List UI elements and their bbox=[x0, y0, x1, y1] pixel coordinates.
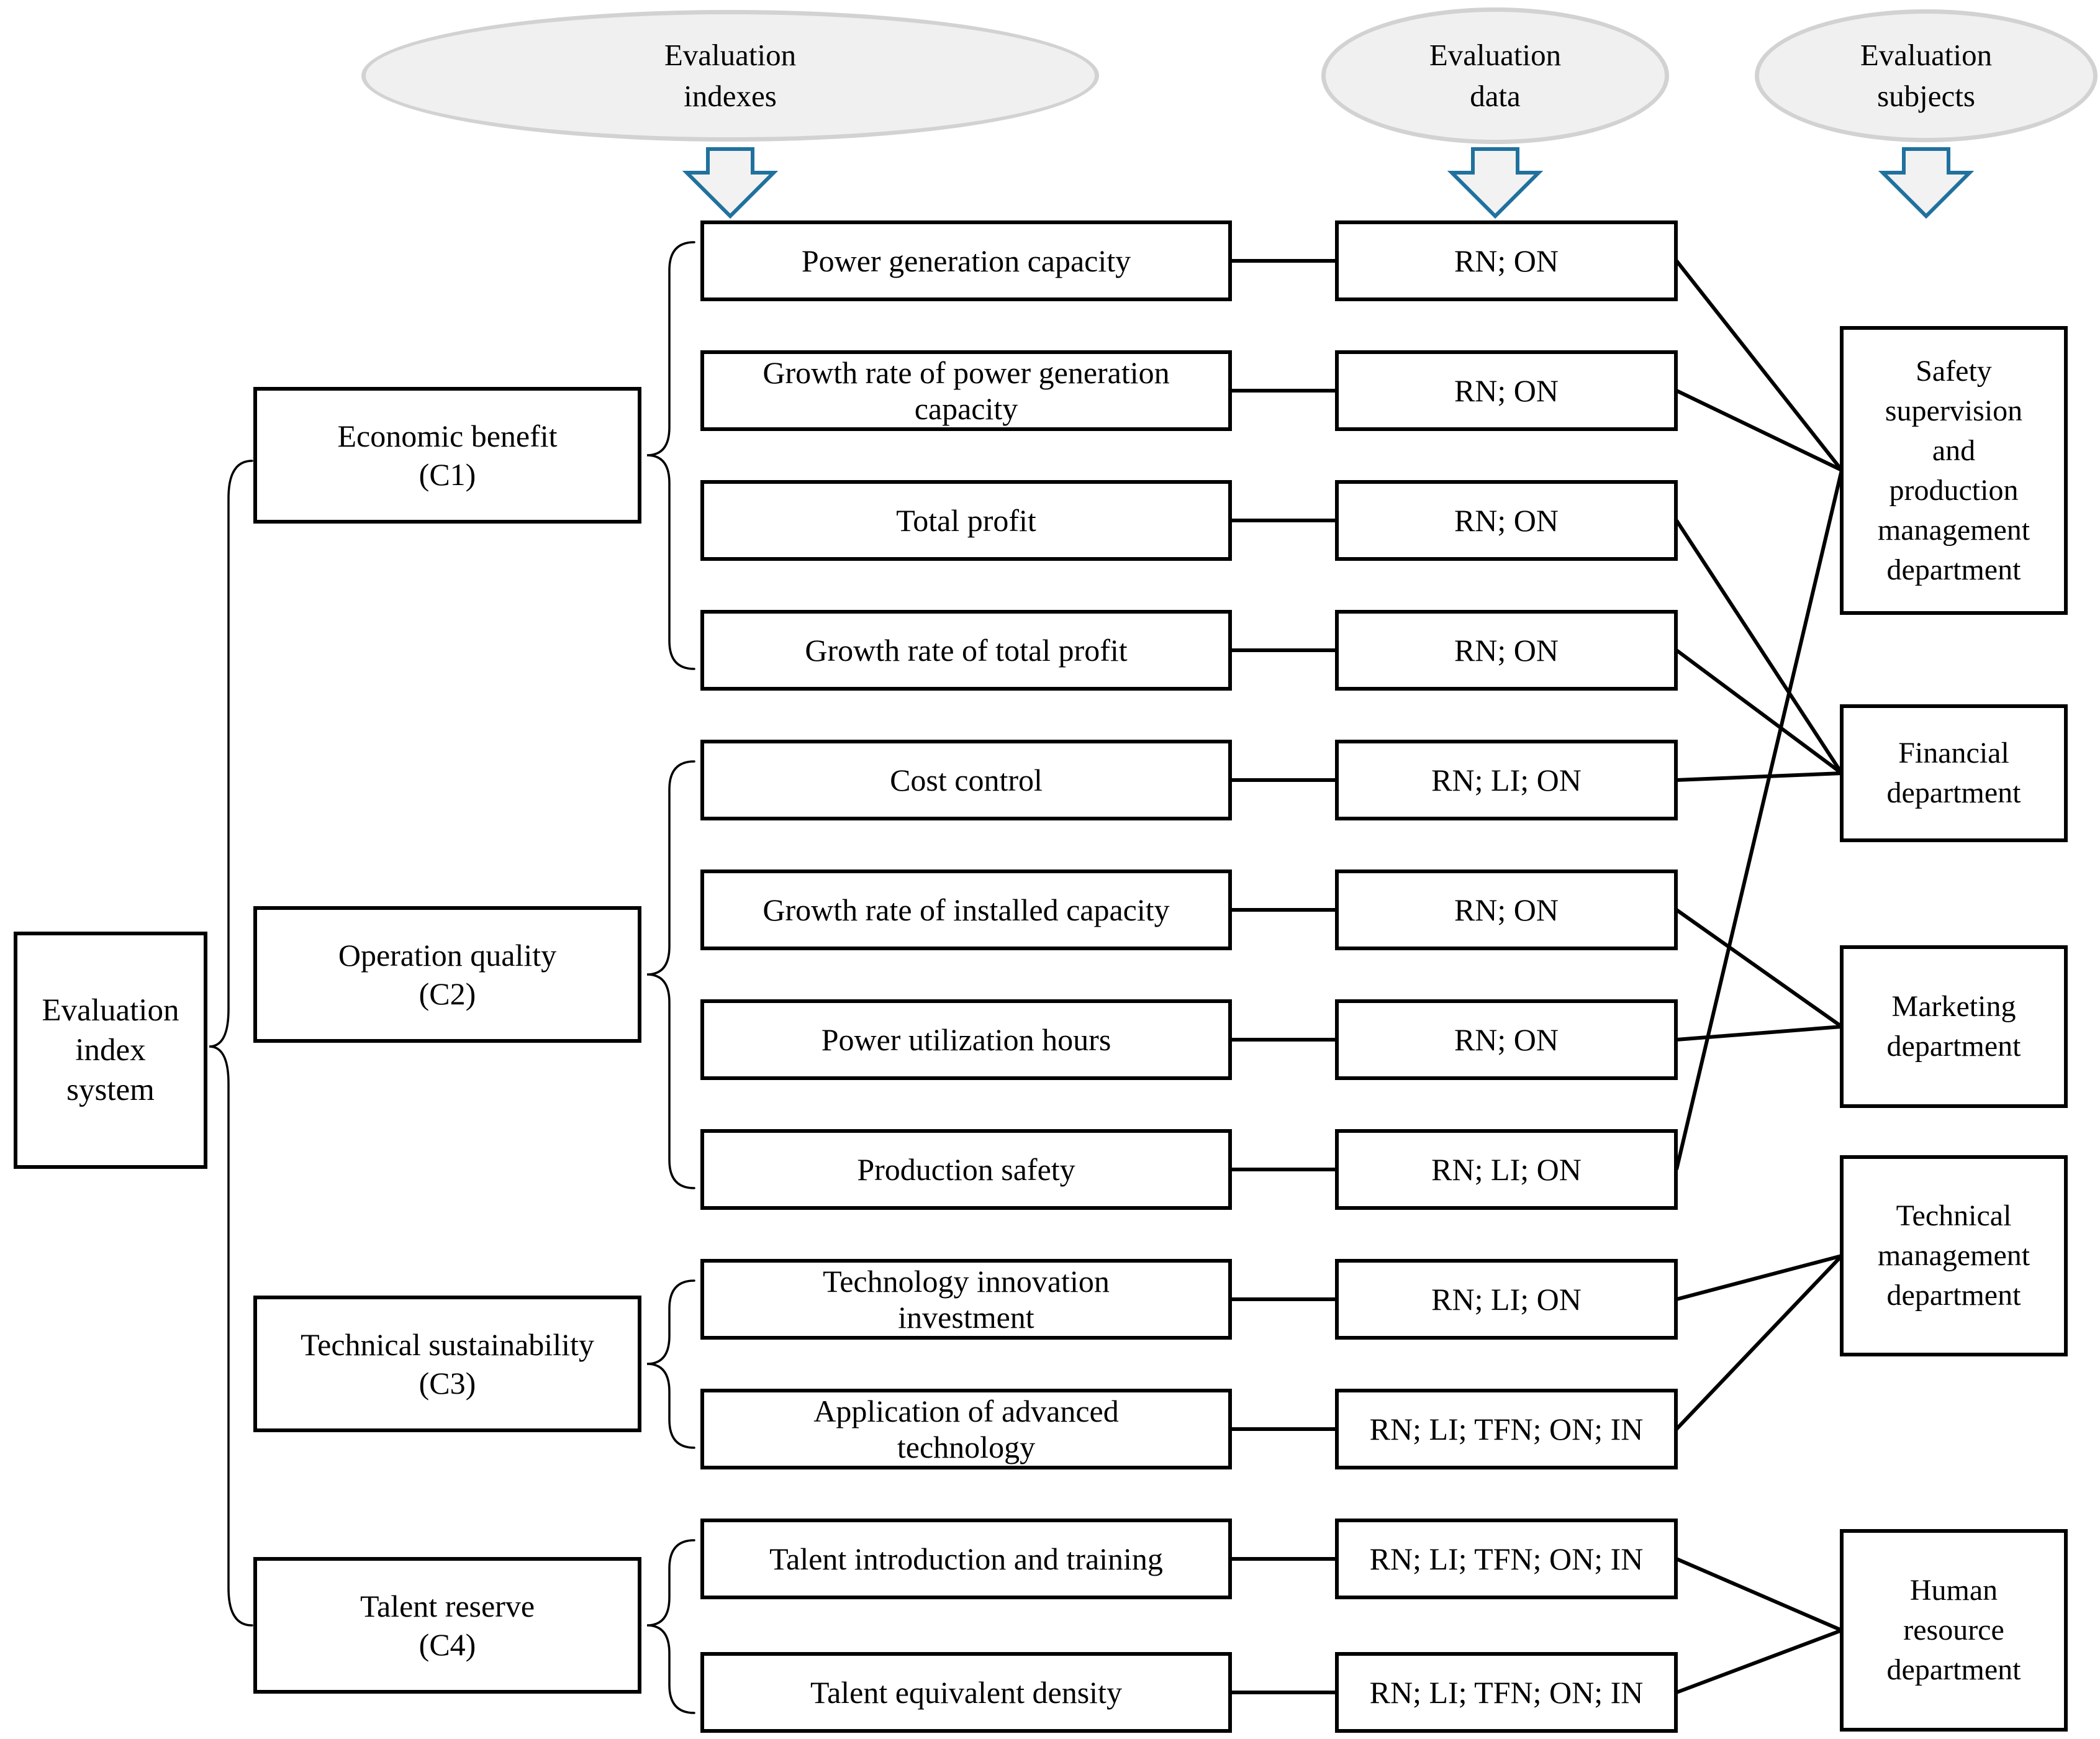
data-label-3: RN; ON bbox=[1454, 503, 1559, 538]
data-box-row-11: RN; LI; TFN; ON; IN bbox=[1335, 1519, 1678, 1599]
index-label-4: Growth rate of total profit bbox=[805, 633, 1128, 668]
subject-label-technical-management: Technical management department bbox=[1877, 1199, 2030, 1312]
subject-box-marketing-department: Marketing department bbox=[1840, 945, 2068, 1108]
index-box-power-utilization-hours: Power utilization hours bbox=[700, 999, 1232, 1080]
category-c1-code: (C1) bbox=[419, 457, 476, 492]
subject-label-safety-supervision: Safety supervision and production manage… bbox=[1877, 354, 2030, 586]
data-label-11: RN; LI; TFN; ON; IN bbox=[1369, 1541, 1644, 1576]
data-label-9: RN; LI; ON bbox=[1431, 1282, 1582, 1317]
index-label-11: Talent introduction and training bbox=[769, 1541, 1163, 1576]
category-c4-name: Talent reserve bbox=[360, 1589, 535, 1623]
index-label-5: Cost control bbox=[890, 763, 1043, 797]
brace-c1-to-indexes bbox=[646, 241, 695, 670]
ellipse-evaluation-indexes-label: Evaluation indexes bbox=[664, 38, 797, 113]
data-label-5: RN; LI; ON bbox=[1431, 763, 1582, 797]
data-label-4: RN; ON bbox=[1454, 633, 1559, 668]
data-label-10: RN; LI; TFN; ON; IN bbox=[1369, 1412, 1644, 1446]
index-label-2: Growth rate of power generation capacity bbox=[763, 355, 1170, 426]
edge-row-7-to-marketing bbox=[1676, 1025, 1842, 1042]
down-arrow-icon-data bbox=[1447, 147, 1544, 219]
data-label-2: RN; ON bbox=[1454, 373, 1559, 408]
index-label-8: Production safety bbox=[857, 1152, 1075, 1187]
down-arrow-icon-subjects bbox=[1878, 147, 1975, 219]
subject-label-marketing: Marketing department bbox=[1886, 990, 2021, 1063]
brace-c2-to-indexes bbox=[646, 760, 695, 1189]
data-box-row-5: RN; LI; ON bbox=[1335, 740, 1678, 820]
root-box-evaluation-index-system: Evaluation index system bbox=[14, 932, 207, 1169]
data-box-row-4: RN; ON bbox=[1335, 610, 1678, 691]
edge-row-11-to-human-resource bbox=[1675, 1557, 1843, 1632]
category-box-c2: Operation quality (C2) bbox=[253, 906, 641, 1043]
category-c1-name: Economic benefit bbox=[337, 419, 558, 453]
index-box-power-generation-capacity: Power generation capacity bbox=[700, 220, 1232, 301]
brace-root-to-categories bbox=[209, 460, 253, 1627]
index-label-10: Application of advanced technology bbox=[813, 1394, 1119, 1464]
index-label-9: Technology innovation investment bbox=[823, 1264, 1110, 1335]
brace-c3-to-indexes bbox=[646, 1279, 695, 1449]
edge-row-3-to-financial bbox=[1675, 519, 1844, 774]
data-box-row-6: RN; ON bbox=[1335, 870, 1678, 950]
edge-row-2-to-safety-supervision bbox=[1675, 389, 1843, 472]
data-box-row-1: RN; ON bbox=[1335, 220, 1678, 301]
edge-row-10-to-technical-management bbox=[1675, 1254, 1844, 1431]
edge-row-4-to-financial bbox=[1675, 648, 1843, 775]
ellipse-evaluation-subjects: Evaluation subjects bbox=[1755, 9, 2098, 142]
ellipse-evaluation-data: Evaluation data bbox=[1321, 7, 1669, 144]
data-box-row-2: RN; ON bbox=[1335, 350, 1678, 431]
edge-row-1-to-safety-supervision bbox=[1675, 260, 1844, 471]
subject-box-human-resource-department: Human resource department bbox=[1840, 1529, 2068, 1732]
category-c2-code: (C2) bbox=[419, 976, 476, 1011]
data-box-row-10: RN; LI; TFN; ON; IN bbox=[1335, 1389, 1678, 1469]
index-label-3: Total profit bbox=[896, 503, 1036, 538]
data-label-1: RN; ON bbox=[1454, 243, 1559, 278]
index-label-1: Power generation capacity bbox=[801, 243, 1131, 278]
index-label-12: Talent equivalent density bbox=[810, 1675, 1122, 1710]
edge-row-12-to-human-resource bbox=[1675, 1628, 1843, 1694]
index-box-technology-innovation-investment: Technology innovation investment bbox=[700, 1259, 1232, 1340]
index-label-7: Power utilization hours bbox=[821, 1022, 1111, 1057]
category-c3-code: (C3) bbox=[419, 1366, 476, 1401]
subject-label-human-resource: Human resource department bbox=[1886, 1574, 2021, 1686]
index-box-application-of-advanced-technology: Application of advanced technology bbox=[700, 1389, 1232, 1469]
edge-row-6-to-marketing bbox=[1675, 908, 1843, 1028]
index-box-talent-equivalent-density: Talent equivalent density bbox=[700, 1652, 1232, 1733]
index-label-6: Growth rate of installed capacity bbox=[763, 892, 1170, 927]
index-box-cost-control: Cost control bbox=[700, 740, 1232, 820]
data-box-row-3: RN; ON bbox=[1335, 480, 1678, 561]
index-box-growth-rate-of-power-generation-capacity: Growth rate of power generation capacity bbox=[700, 350, 1232, 431]
data-box-row-7: RN; ON bbox=[1335, 999, 1678, 1080]
edge-row-8-to-safety-supervision bbox=[1675, 470, 1844, 1170]
category-c4-code: (C4) bbox=[419, 1627, 476, 1662]
index-box-total-profit: Total profit bbox=[700, 480, 1232, 561]
data-label-12: RN; LI; TFN; ON; IN bbox=[1369, 1675, 1644, 1710]
subject-label-financial: Financial department bbox=[1886, 737, 2021, 809]
subject-box-financial-department: Financial department bbox=[1840, 704, 2068, 842]
index-box-production-safety: Production safety bbox=[700, 1129, 1232, 1210]
ellipse-evaluation-data-label: Evaluation data bbox=[1429, 38, 1562, 113]
category-c2-name: Operation quality bbox=[338, 938, 557, 973]
index-box-growth-rate-of-total-profit: Growth rate of total profit bbox=[700, 610, 1232, 691]
category-c3-name: Technical sustainability bbox=[301, 1327, 594, 1362]
ellipse-evaluation-subjects-label: Evaluation subjects bbox=[1860, 38, 1993, 113]
index-box-talent-introduction-and-training: Talent introduction and training bbox=[700, 1519, 1232, 1599]
index-box-growth-rate-of-installed-capacity: Growth rate of installed capacity bbox=[700, 870, 1232, 950]
subject-box-technical-management-department: Technical management department bbox=[1840, 1155, 2068, 1356]
data-label-6: RN; ON bbox=[1454, 892, 1559, 927]
data-label-8: RN; LI; ON bbox=[1431, 1152, 1582, 1187]
root-box-label: Evaluation index system bbox=[42, 993, 179, 1107]
category-box-c3: Technical sustainability (C3) bbox=[253, 1296, 641, 1432]
category-box-c1: Economic benefit (C1) bbox=[253, 387, 641, 524]
category-box-c4: Talent reserve (C4) bbox=[253, 1557, 641, 1694]
data-box-row-8: RN; LI; ON bbox=[1335, 1129, 1678, 1210]
subject-box-safety-supervision-and-production-management-department: Safety supervision and production manage… bbox=[1840, 326, 2068, 615]
brace-c4-to-indexes bbox=[646, 1539, 695, 1714]
data-label-7: RN; ON bbox=[1454, 1022, 1559, 1057]
data-box-row-12: RN; LI; TFN; ON; IN bbox=[1335, 1652, 1678, 1733]
edge-row-5-to-financial bbox=[1676, 771, 1842, 782]
edge-row-9-to-technical-management bbox=[1676, 1254, 1842, 1301]
ellipse-evaluation-indexes: Evaluation indexes bbox=[361, 10, 1099, 142]
data-box-row-9: RN; LI; ON bbox=[1335, 1259, 1678, 1340]
down-arrow-icon-indexes bbox=[682, 147, 779, 219]
